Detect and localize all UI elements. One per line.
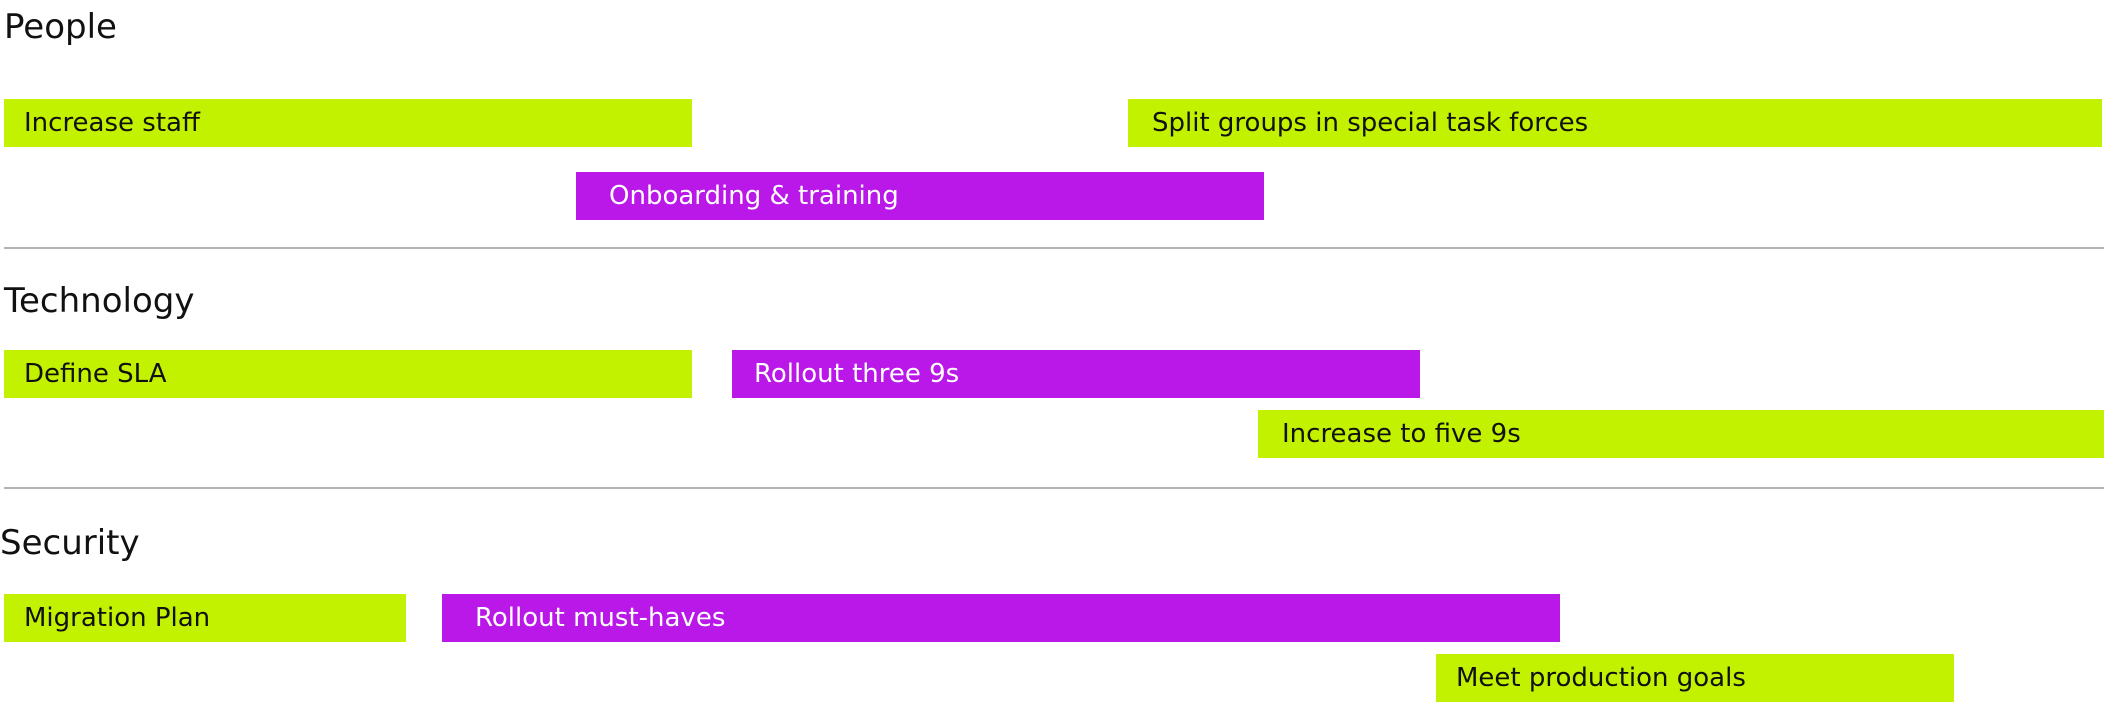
section-divider	[4, 487, 2104, 489]
bar-rollout-three-9s[interactable]: Rollout three 9s	[732, 350, 1420, 398]
bar-onboarding-training[interactable]: Onboarding & training	[576, 172, 1264, 220]
bar-label: Increase to five 9s	[1282, 419, 1521, 449]
bar-label: Rollout must-haves	[475, 603, 726, 633]
bar-label: Define SLA	[24, 359, 167, 389]
bar-increase-to-five-9s[interactable]: Increase to five 9s	[1258, 410, 2104, 458]
bar-label: Onboarding & training	[609, 181, 899, 211]
bar-meet-production-goals[interactable]: Meet production goals	[1436, 654, 1954, 702]
section-divider	[4, 247, 2104, 249]
section-title-people: People	[4, 7, 117, 47]
bar-split-groups[interactable]: Split groups in special task forces	[1128, 99, 2102, 147]
bar-label: Split groups in special task forces	[1152, 108, 1589, 138]
bar-define-sla[interactable]: Define SLA	[4, 350, 692, 398]
section-title-security: Security	[0, 523, 140, 563]
bar-rollout-must-haves[interactable]: Rollout must-haves	[442, 594, 1560, 642]
bar-increase-staff[interactable]: Increase staff	[4, 99, 692, 147]
bar-label: Meet production goals	[1456, 663, 1746, 693]
bar-migration-plan[interactable]: Migration Plan	[4, 594, 406, 642]
bar-label: Migration Plan	[24, 603, 211, 633]
bar-label: Rollout three 9s	[754, 359, 960, 389]
section-title-technology: Technology	[4, 281, 195, 321]
bar-label: Increase staff	[24, 108, 200, 138]
